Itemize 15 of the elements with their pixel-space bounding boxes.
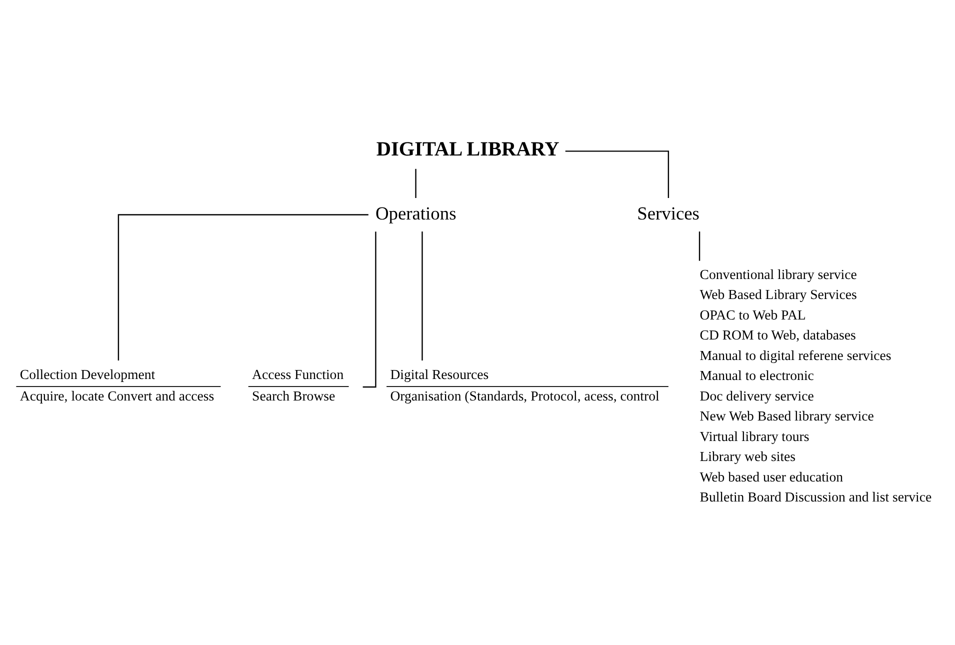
connector — [422, 231, 423, 360]
node-label: Collection Development — [20, 366, 156, 382]
node-label: Digital Resources — [390, 366, 489, 382]
node-label: Search Browse — [252, 388, 336, 403]
node-text: DIGITAL LIBRARY — [376, 138, 560, 160]
connector — [698, 231, 700, 260]
connector — [415, 168, 416, 198]
node-label: Acquire, locate Convert and access — [20, 388, 214, 403]
connector — [118, 214, 368, 360]
node-label: Organisation (Standards, Protocol, acess, control — [390, 388, 660, 403]
connector — [565, 150, 670, 198]
node-text: Operations — [375, 202, 456, 223]
node-text: Conventional library service Web Based Library Services OPAC to Web PAL CD ROM to Web, databases Manual to digital referene services Manual to electronic Doc delivery service New Web Based library service Virtual library tours Library web sites Web based user education Bulletin Board Discussion and list service — [700, 266, 932, 504]
node-text: Services — [637, 202, 700, 223]
node-label: Access Function — [252, 366, 344, 382]
